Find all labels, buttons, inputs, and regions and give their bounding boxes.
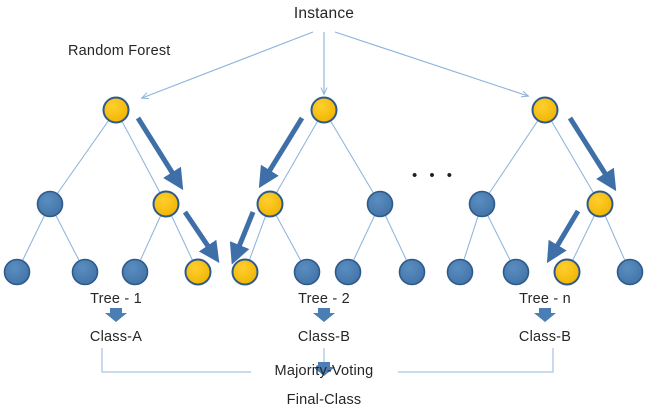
tree-1-decision-path [135, 116, 220, 263]
tree-n-path-seg-2 [546, 209, 581, 264]
tree-2-path-seg-1 [258, 116, 305, 189]
tree-1-nodes [3, 96, 212, 286]
tree-result-arrows [105, 308, 556, 376]
tree-2-decision-path [229, 116, 305, 265]
tree-1-leaf-1 [3, 258, 31, 286]
tree-n-decision-path [546, 116, 617, 264]
connector-tree-n [398, 348, 554, 373]
tree-n-leaf-2 [502, 258, 530, 286]
tree-2-path-seg-2 [229, 211, 256, 265]
tree-n-node-R [586, 190, 614, 218]
tree-1-leaf-2 [71, 258, 99, 286]
tree-2-node-L [256, 190, 284, 218]
tree-n-root-node [531, 96, 559, 124]
tree-n-nodes [446, 96, 644, 286]
final-class-arrow [313, 362, 335, 376]
tree-1-path-seg-2 [182, 210, 220, 263]
tree-2-leaf-2 [293, 258, 321, 286]
tree-2-result-arrow [313, 308, 335, 322]
tree-1-class-label: Class-A [89, 329, 143, 345]
tree-1-path-seg-1 [135, 116, 184, 191]
instance-arrow-left [142, 31, 314, 98]
page-title: Instance [293, 5, 355, 22]
tree-1-node-L [36, 190, 64, 218]
tree-n-leaf-4 [616, 258, 644, 286]
majority-voting-connectors [101, 348, 554, 373]
instance-arrows [142, 31, 528, 98]
tree-2-root-node [310, 96, 338, 124]
tree-1-leaf-3 [121, 258, 149, 286]
tree-2-leaf-1 [231, 258, 259, 286]
tree-1-node-R [152, 190, 180, 218]
majority-voting-label: Majority-Voting [274, 363, 374, 379]
tree-2-nodes [231, 96, 426, 286]
tree-1-edges [16, 109, 199, 273]
connector-tree-1 [101, 348, 251, 373]
tree-n-leaf-1 [446, 258, 474, 286]
tree-1-root-node [102, 96, 130, 124]
tree-1-label: Tree - 1 [90, 291, 142, 307]
instance-arrow-right [334, 31, 528, 96]
tree-2-leaf-3 [334, 258, 362, 286]
tree-n-edges [459, 109, 631, 273]
tree-n-node-L [468, 190, 496, 218]
tree-n-label: Tree - n [519, 291, 571, 307]
tree-n-class-label: Class-B [518, 329, 572, 345]
tree-1-result-arrow [105, 308, 127, 322]
ellipsis-label: • • • [411, 167, 457, 184]
final-class-label: Final-Class [286, 392, 362, 408]
tree-2-leaf-4 [398, 258, 426, 286]
tree-1-leaf-4 [184, 258, 212, 286]
random-forest-label: Random Forest [68, 43, 171, 59]
tree-2-class-label: Class-B [297, 329, 351, 345]
tree-n-leaf-3 [553, 258, 581, 286]
tree-2-node-R [366, 190, 394, 218]
tree-2-label: Tree - 2 [298, 291, 350, 307]
tree-n-path-seg-1 [567, 116, 617, 192]
tree-n-result-arrow [534, 308, 556, 322]
